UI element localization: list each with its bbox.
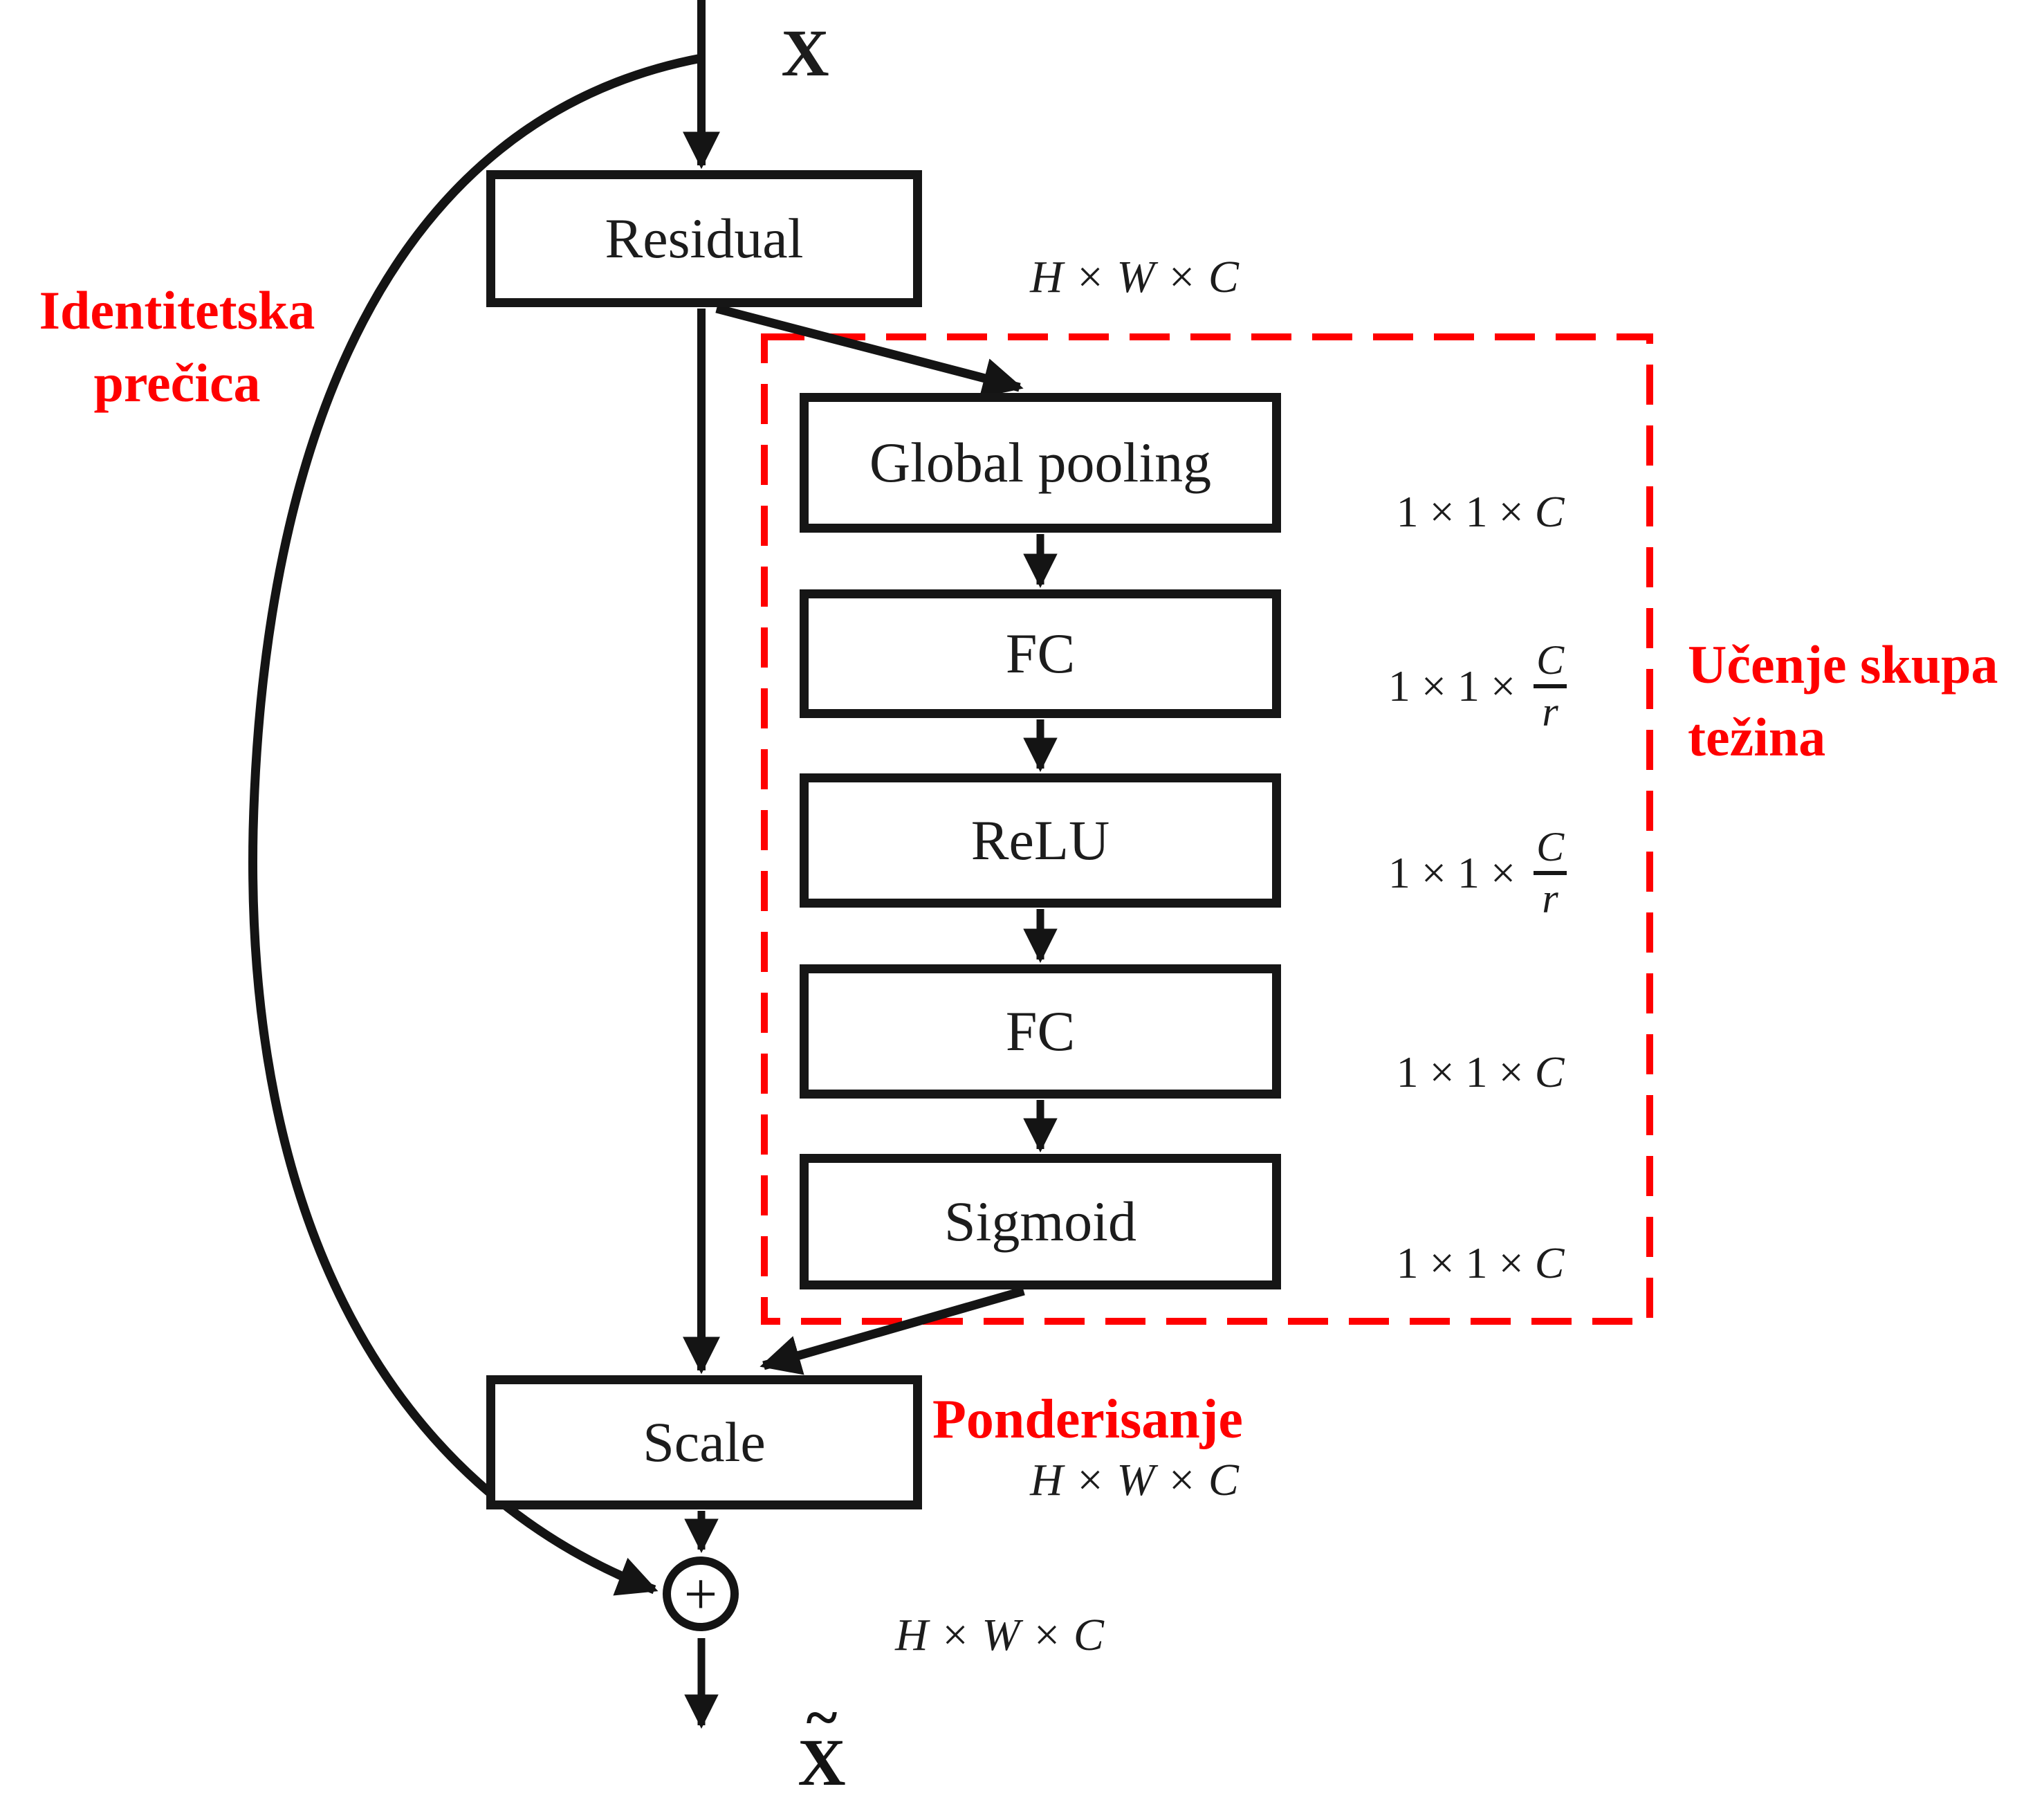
annotation-weight-learning-line2: težina (1688, 707, 1826, 767)
annotation-identity-shortcut: Identitetska prečica (4, 274, 350, 419)
dim-sigmoid-var: C (1534, 1238, 1565, 1287)
sigmoid-to-scale-arrow (759, 1286, 1025, 1375)
relu-label: ReLU (970, 809, 1110, 872)
dim-residual-out: H × W × C (1030, 252, 1239, 302)
plus-icon: + (683, 1561, 718, 1627)
dim-sigmoid: 1 × 1 × C (1300, 1234, 1660, 1292)
dim-relu-fraction: C r (1528, 825, 1572, 921)
annotation-weight-learning-line1: Učenje skupa (1688, 634, 1998, 695)
output-label-tilde: ~ (806, 1684, 838, 1750)
dim-fc1-prefix: 1 × 1 × (1388, 661, 1516, 710)
dim-fc2-var: C (1534, 1047, 1565, 1096)
annotation-weighting: Ponderisanje (932, 1389, 1243, 1450)
dim-global-pooling: 1 × 1 × C (1300, 483, 1660, 541)
fc2-block: FC (800, 964, 1281, 1099)
residual-to-global-pooling-arrow (715, 304, 1024, 398)
dim-fc2-prefix: 1 × 1 × (1396, 1047, 1524, 1096)
fc2-label: FC (1005, 1000, 1076, 1063)
input-label: X (781, 15, 829, 90)
dim-scale-out: H × W × C (1030, 1455, 1239, 1505)
dim-relu-numerator: C (1536, 824, 1565, 870)
fc1-block: FC (800, 589, 1281, 718)
sigmoid-block: Sigmoid (800, 1154, 1281, 1289)
dim-global-pooling-var: C (1534, 487, 1565, 536)
weight-learning-group-border (761, 333, 1653, 1325)
output-label: ~ X (773, 1684, 870, 1800)
output-label-x: X (798, 1725, 846, 1799)
relu-block: ReLU (800, 773, 1281, 908)
dim-relu-prefix: 1 × 1 × (1388, 848, 1516, 897)
identity-shortcut-curve (248, 53, 703, 1596)
dim-fc1-numerator: C (1536, 637, 1565, 683)
dim-fc1: 1 × 1 × C r (1300, 623, 1660, 750)
global-pooling-label: Global pooling (869, 431, 1212, 494)
dim-fc2: 1 × 1 × C (1300, 1043, 1660, 1101)
sigmoid-label: Sigmoid (944, 1190, 1136, 1253)
scale-block-label: Scale (643, 1411, 766, 1473)
annotation-identity-line2: prečica (93, 353, 261, 413)
dim-relu-denominator: r (1534, 871, 1567, 921)
dim-global-pooling-prefix: 1 × 1 × (1396, 487, 1524, 536)
sum-node: + (663, 1556, 739, 1631)
fc1-label: FC (1005, 622, 1076, 685)
global-pooling-block: Global pooling (800, 393, 1281, 533)
residual-block: Residual (486, 170, 922, 307)
dim-sum-out: H × W × C (895, 1610, 1104, 1660)
residual-block-label: Residual (605, 207, 804, 270)
dim-relu: 1 × 1 × C r (1300, 809, 1660, 937)
dim-fc1-denominator: r (1534, 684, 1567, 735)
annotation-weight-learning: Učenje skupa težina (1688, 628, 2044, 773)
annotation-identity-line1: Identitetska (39, 280, 315, 340)
scale-block: Scale (486, 1375, 922, 1509)
dim-sigmoid-prefix: 1 × 1 × (1396, 1238, 1524, 1287)
dim-fc1-fraction: C r (1528, 638, 1572, 735)
